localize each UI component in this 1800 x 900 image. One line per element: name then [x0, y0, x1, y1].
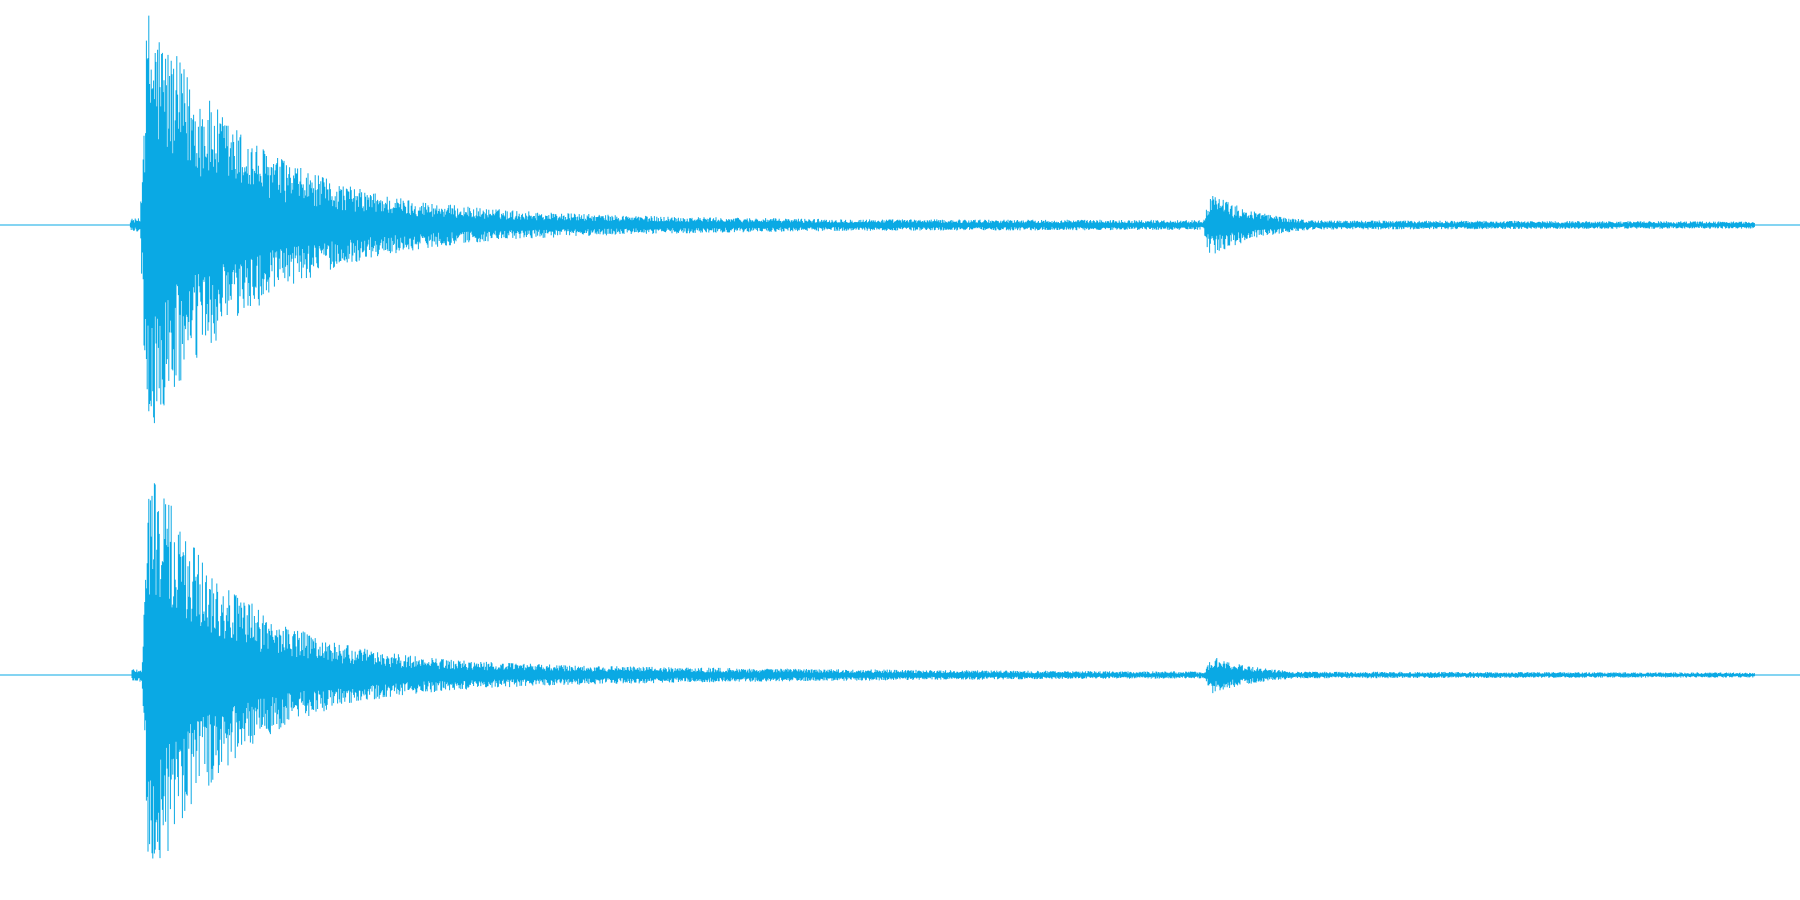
channel-2-waveform[interactable] [0, 450, 1800, 900]
waveform-samples [131, 483, 1755, 859]
channel-1-waveform-svg [0, 15, 1800, 424]
waveform-samples [129, 15, 1755, 424]
channel-1-waveform[interactable] [0, 0, 1800, 450]
channel-2-waveform-svg [0, 483, 1800, 859]
